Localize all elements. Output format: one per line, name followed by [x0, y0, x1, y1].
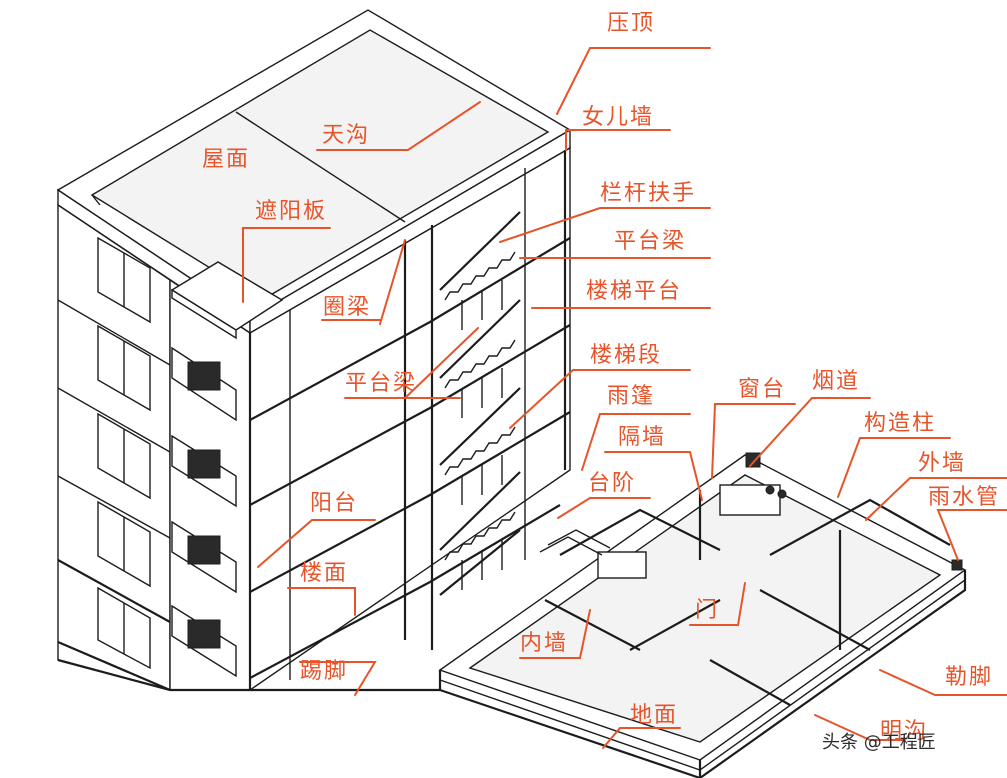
staircase: [439, 211, 521, 596]
label-yang-tai: 阳台: [310, 491, 358, 516]
balconies: [170, 261, 284, 678]
label-lou-mian: 楼面: [300, 561, 348, 586]
label-lou-ti-duan: 楼梯段: [590, 343, 662, 368]
label-ti-jiao: 踢脚: [300, 659, 348, 684]
main-block-base: [57, 658, 440, 692]
label-wu-mian: 屋面: [202, 147, 250, 172]
label-ping-tai-liang-lower: 平台梁: [345, 371, 417, 396]
windows-left-facade: [97, 236, 151, 670]
label-yu-peng: 雨篷: [607, 384, 655, 409]
label-men: 门: [695, 598, 719, 623]
plinth-line: [57, 640, 171, 692]
building-drawing: [56, 9, 967, 778]
component-labels: 压顶 女儿墙 天沟 屋面 遮阳板 栏杆扶手 平台梁 楼梯平台 圈梁 楼梯段 平台…: [202, 11, 1000, 744]
roof-edge-detail: [91, 194, 101, 206]
label-di-mian: 地面: [630, 703, 678, 728]
roof-parapet-inner: [90, 29, 550, 301]
label-lan-gan-fu-shou: 栏杆扶手: [600, 181, 696, 206]
label-ge-qiang: 隔墙: [618, 425, 666, 450]
ground-floor-plan: [438, 452, 967, 778]
label-tai-jie: 台阶: [588, 471, 636, 496]
floor-line-1: [57, 299, 171, 366]
floor-line-2: [57, 387, 171, 453]
label-tian-gou: 天沟: [322, 123, 370, 148]
label-yan-dao: 烟道: [812, 369, 860, 394]
roof-gutter-line: [235, 111, 406, 223]
label-nei-qiang: 内墙: [520, 631, 568, 656]
floor-line-3: [57, 475, 171, 539]
floor-slabs: [249, 237, 571, 679]
label-zhe-yang-ban: 遮阳板: [255, 199, 327, 224]
label-lou-ti-ping-tai: 楼梯平台: [586, 279, 682, 304]
label-ming-gou: 明沟: [880, 719, 928, 744]
label-nv-er-qiang: 女儿墙: [582, 105, 654, 130]
label-wai-qiang: 外墙: [918, 451, 966, 476]
label-ya-ding: 压顶: [607, 11, 655, 36]
label-chuang-tai: 窗台: [738, 377, 786, 402]
label-yu-shui-guan: 雨水管: [928, 485, 1000, 510]
label-quan-liang: 圈梁: [323, 295, 371, 320]
floor-line-4: [57, 559, 171, 623]
label-ping-tai-liang-upper: 平台梁: [614, 229, 686, 254]
leader-lines: [242, 47, 1007, 749]
label-le-jiao: 勒脚: [945, 665, 993, 690]
label-gou-zao-zhu: 构造柱: [864, 411, 936, 436]
watermark-text: 头条 @工程匠: [822, 732, 936, 753]
